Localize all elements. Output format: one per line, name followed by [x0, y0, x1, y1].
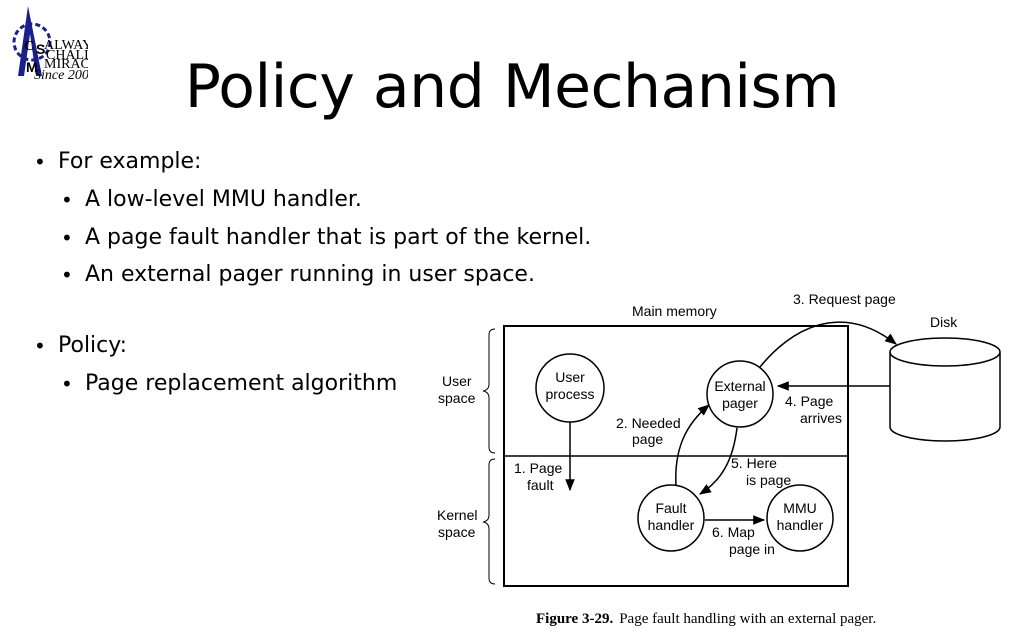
step-4-label-1: 4. Page	[785, 393, 833, 409]
user-space-label-2: space	[438, 390, 476, 406]
kernel-space-label-1: Kernel	[437, 507, 477, 523]
user-space-brace	[482, 328, 496, 454]
logo-letter-m: M	[26, 59, 38, 75]
arrow-needed-page	[675, 404, 710, 487]
logo: C S M ALWAYS CHALLENGE MIRACLES Since 20…	[12, 6, 88, 83]
user-space-label-1: User	[442, 373, 472, 389]
mmu-handler-label-2: handler	[777, 517, 824, 533]
page-fault-diagram: Main memory User space Kernel space User…	[437, 291, 1001, 587]
step-6-label-1: 6. Map	[712, 524, 755, 540]
step-2-label-1: 2. Needed	[616, 415, 681, 431]
bullet-text: Policy:	[58, 333, 128, 358]
step-1-label-2: fault	[527, 477, 554, 493]
kernel-space-brace	[482, 458, 496, 585]
slide-title: Policy and Mechanism	[184, 52, 840, 122]
bullet-l1-for-example: • For example:	[34, 149, 202, 175]
logo-gear-ring	[12, 22, 52, 62]
fault-handler-label-2: handler	[648, 517, 695, 533]
bullet-text: Page replacement algorithm	[85, 371, 398, 396]
mmu-handler-label-1: MMU	[783, 500, 816, 516]
bullet-dot: •	[34, 334, 46, 358]
arrow-request-page	[759, 321, 897, 368]
step-2-label-2: page	[632, 431, 663, 447]
step-5-label-2: is page	[746, 472, 791, 488]
bullet-text: For example:	[58, 149, 202, 174]
arrow-here-is-page	[698, 427, 738, 495]
bullet-l2-page-fault-handler: • A page fault handler that is part of t…	[61, 225, 592, 251]
bullet-dot: •	[61, 188, 73, 212]
bullet-dot: •	[61, 372, 73, 396]
bullet-l2-mmu-handler: • A low-level MMU handler.	[61, 187, 362, 213]
bullet-dot: •	[61, 226, 73, 250]
bullet-l2-page-replacement: • Page replacement algorithm	[61, 371, 398, 397]
bullet-l2-external-pager: • An external pager running in user spac…	[61, 262, 535, 288]
figure-caption-text: Page fault handling with an external pag…	[619, 611, 877, 627]
step-3-label: 3. Request page	[793, 291, 896, 307]
disk-cylinder	[889, 337, 1001, 442]
step-6-label-2: page in	[729, 541, 775, 557]
bullet-text: A page fault handler that is part of the…	[85, 225, 592, 250]
logo-text-4: Since 2002	[34, 68, 88, 83]
logo-text-2: CHALLENGE	[46, 48, 88, 63]
logo-a-mark	[18, 6, 42, 76]
logo-text-1: ALWAYS	[44, 38, 88, 53]
mmu-handler-node	[766, 484, 834, 552]
figure-number: Figure 3-29.	[536, 611, 614, 627]
kernel-space-label-2: space	[438, 524, 476, 540]
disk-label: Disk	[930, 314, 958, 330]
step-4-label-2: arrives	[800, 410, 842, 426]
bullet-text: A low-level MMU handler.	[85, 187, 362, 212]
fault-handler-label-1: Fault	[655, 500, 686, 516]
bullet-text: An external pager running in user space.	[85, 262, 535, 287]
user-process-label-1: User	[555, 369, 585, 385]
logo-letter-s: S	[36, 41, 45, 57]
logo-letter-c: C	[24, 39, 34, 54]
fault-handler-node	[637, 484, 705, 552]
external-pager-label-1: External	[714, 378, 765, 394]
step-5-label-1: 5. Here	[731, 455, 777, 471]
bullet-dot: •	[61, 263, 73, 287]
main-memory-label: Main memory	[632, 303, 717, 319]
external-pager-label-2: pager	[722, 395, 758, 411]
bullet-dot: •	[34, 150, 46, 174]
step-1-label-1: 1. Page	[514, 460, 562, 476]
figure-caption: Figure 3-29. Page fault handling with an …	[536, 611, 876, 628]
user-process-label-2: process	[545, 386, 594, 402]
logo-text-3: MIRACLES	[44, 57, 88, 72]
external-pager-node	[706, 360, 774, 428]
bullet-l1-policy: • Policy:	[34, 333, 128, 359]
